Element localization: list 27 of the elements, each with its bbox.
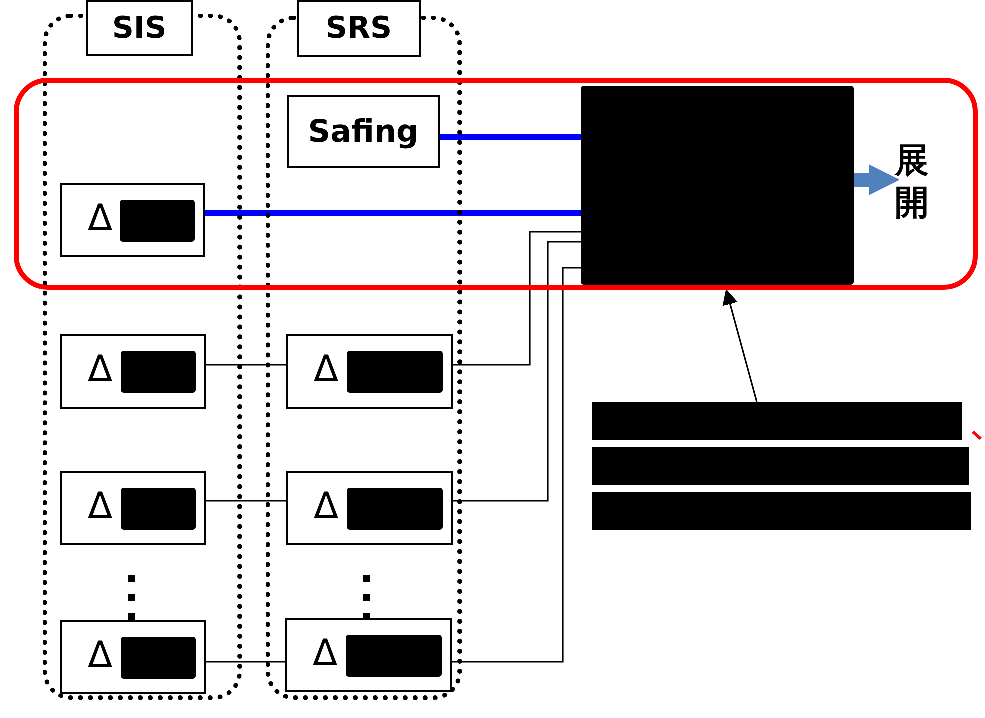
connector-line bbox=[205, 210, 581, 216]
symbol-text: Δ bbox=[88, 349, 113, 391]
symbol-text: Δ bbox=[88, 486, 113, 528]
symbol-text: Δ bbox=[313, 633, 338, 675]
component-box bbox=[60, 183, 205, 257]
symbol-text: Δ bbox=[88, 635, 113, 677]
component-box bbox=[285, 618, 452, 692]
symbol-text: Δ bbox=[314, 349, 339, 391]
component-box bbox=[286, 471, 453, 545]
connector-line bbox=[206, 364, 286, 366]
symbol-text: Δ bbox=[88, 198, 113, 240]
component-box bbox=[60, 334, 206, 409]
redaction-bar bbox=[592, 447, 969, 485]
component-box bbox=[286, 334, 453, 409]
label-text: 展開 bbox=[895, 140, 939, 224]
redaction-bar bbox=[592, 402, 962, 440]
block-arrow bbox=[854, 164, 900, 196]
group-label: SIS bbox=[86, 0, 193, 56]
group-label: SRS bbox=[297, 0, 421, 57]
redaction-bar bbox=[592, 492, 971, 530]
frame-outline bbox=[14, 78, 978, 290]
component-box bbox=[60, 471, 206, 545]
redaction-block bbox=[581, 86, 854, 285]
component-box bbox=[60, 620, 206, 694]
label-box: Safing bbox=[287, 95, 440, 168]
symbol-text: Δ bbox=[314, 486, 339, 528]
arrow bbox=[722, 290, 758, 402]
